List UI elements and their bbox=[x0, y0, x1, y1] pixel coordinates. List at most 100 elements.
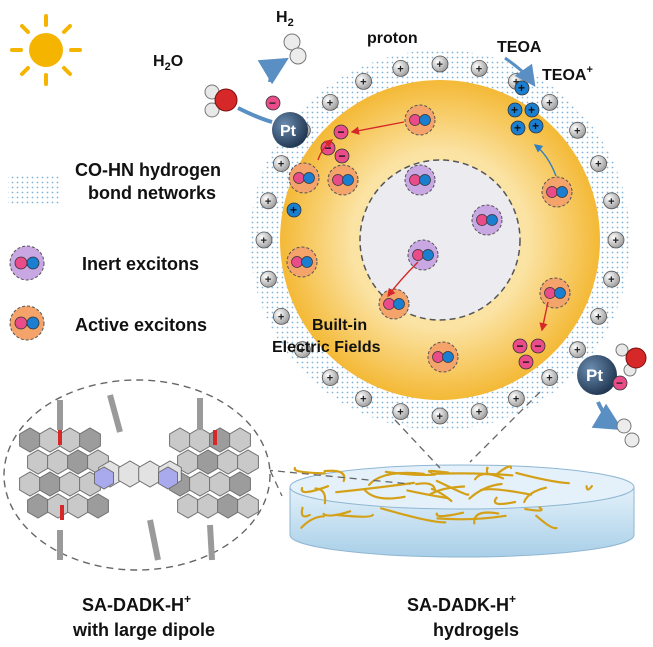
teoa-plus-label: TEOA+ bbox=[542, 64, 593, 84]
proton-icon: + bbox=[590, 155, 607, 173]
legend-inert-label: Inert excitons bbox=[82, 254, 199, 274]
proton-icon: + bbox=[255, 231, 273, 249]
hole-icon: + bbox=[514, 80, 530, 96]
legend-network-label-line2: bond networks bbox=[88, 183, 216, 203]
charge-group: −−−−−−++++++ bbox=[286, 80, 546, 370]
proton-icon: + bbox=[607, 231, 625, 249]
pt-catalyst-top-label: Pt bbox=[280, 123, 297, 140]
fiber-strand bbox=[436, 514, 507, 521]
fiber-strand bbox=[380, 507, 447, 524]
svg-text:+: + bbox=[513, 394, 519, 406]
svg-text:−: − bbox=[535, 339, 542, 353]
svg-text:+: + bbox=[518, 81, 525, 95]
fiber-strand bbox=[363, 488, 406, 500]
teoa-oxidation-arrow bbox=[504, 56, 536, 87]
pt-bottom-electron-icon: − bbox=[612, 375, 628, 391]
svg-text:−: − bbox=[325, 141, 332, 155]
legend-active-exciton-icon bbox=[9, 305, 45, 341]
substituent-arm bbox=[207, 524, 215, 561]
proton-icon: + bbox=[293, 341, 311, 359]
ring-shape bbox=[229, 471, 251, 497]
ring-shape bbox=[79, 427, 101, 453]
svg-text:+: + bbox=[511, 103, 518, 117]
exciton-group bbox=[286, 104, 573, 373]
proton-icon: + bbox=[321, 94, 339, 111]
proton-icon: + bbox=[541, 94, 559, 111]
svg-text:+: + bbox=[476, 63, 482, 75]
fiber-strand bbox=[535, 514, 558, 530]
hydrogel-caption-subtitle: hydrogels bbox=[433, 620, 519, 640]
ring-shape bbox=[158, 466, 178, 490]
ring-shape bbox=[237, 493, 259, 519]
legend-active-label: Active excitons bbox=[75, 315, 207, 335]
fiber-strand bbox=[314, 487, 327, 505]
svg-text:+: + bbox=[327, 97, 333, 109]
svg-text:+: + bbox=[514, 121, 521, 135]
proton-ring: ++++++++++++++++++++++++++++ bbox=[255, 55, 625, 425]
active-exciton-icon bbox=[404, 104, 436, 136]
active-exciton-icon bbox=[327, 164, 359, 196]
electron-migration-arrows bbox=[317, 121, 549, 332]
svg-text:+: + bbox=[278, 159, 284, 171]
proton-icon: + bbox=[470, 403, 488, 421]
ring-shape bbox=[229, 427, 251, 453]
hole-icon: + bbox=[507, 102, 523, 118]
fiber-strand bbox=[474, 472, 505, 481]
water-molecule-icon bbox=[204, 84, 238, 118]
ring-shape bbox=[94, 466, 114, 490]
fiber-strand bbox=[524, 506, 543, 512]
proton-icon: + bbox=[569, 121, 586, 139]
fiber-strand bbox=[406, 489, 449, 500]
fiber-strand bbox=[428, 485, 466, 496]
h2-label: H2 bbox=[276, 9, 294, 29]
svg-text:+: + bbox=[397, 63, 403, 75]
fiber-strand bbox=[515, 471, 570, 485]
water-to-pt-arrow bbox=[237, 106, 273, 124]
svg-text:+: + bbox=[595, 159, 601, 171]
svg-text:+: + bbox=[278, 311, 284, 323]
electron-icon: − bbox=[334, 148, 350, 164]
hole-icon: + bbox=[524, 102, 540, 118]
svg-text:−: − bbox=[338, 125, 345, 139]
inner-core bbox=[359, 159, 521, 321]
active-exciton-icon bbox=[539, 277, 571, 309]
active-exciton-icon bbox=[378, 288, 410, 320]
legend-inert-exciton-icon bbox=[9, 245, 45, 281]
proton-icon: + bbox=[272, 155, 290, 173]
inert-exciton-icon bbox=[404, 164, 436, 196]
hydrogen-molecule-icon bbox=[283, 33, 307, 65]
fiber-strand bbox=[585, 485, 593, 491]
proton-icon: + bbox=[321, 369, 339, 387]
fiber-strand bbox=[496, 465, 513, 475]
legend-network-label-line1: CO-HN hydrogen bbox=[75, 160, 221, 180]
proton-icon: + bbox=[569, 341, 586, 359]
pt-catalyst-bottom-label: Pt bbox=[586, 366, 603, 385]
zoom-lines bbox=[254, 391, 541, 497]
svg-text:−: − bbox=[517, 339, 524, 353]
proton-icon: + bbox=[392, 403, 410, 421]
substituent-arm bbox=[147, 519, 161, 561]
proton-icon: + bbox=[259, 192, 277, 210]
svg-text:+: + bbox=[265, 274, 271, 286]
electron-icon: − bbox=[518, 354, 534, 370]
fiber-strand bbox=[493, 496, 517, 506]
svg-text:+: + bbox=[265, 196, 271, 208]
proton-icon: + bbox=[392, 60, 410, 77]
hole-migration-arrow bbox=[533, 144, 557, 177]
proton-icon: + bbox=[259, 270, 277, 288]
sun-icon bbox=[10, 14, 82, 86]
svg-text:+: + bbox=[613, 235, 619, 247]
proton-icon: + bbox=[590, 307, 607, 325]
fiber-strand bbox=[473, 511, 500, 525]
proton-icon: + bbox=[603, 270, 620, 288]
svg-text:+: + bbox=[299, 345, 305, 357]
svg-text:−: − bbox=[523, 355, 530, 369]
sa-dadk-molecule-icon bbox=[19, 394, 259, 561]
fiber-strand bbox=[430, 487, 453, 503]
svg-text:−: − bbox=[616, 376, 623, 390]
svg-text:+: + bbox=[608, 196, 614, 208]
molecule-caption-subtitle: with large dipole bbox=[72, 620, 215, 640]
electron-icon: − bbox=[333, 124, 349, 140]
pt-catalyst-top-icon: Pt bbox=[272, 112, 308, 148]
svg-text:+: + bbox=[360, 76, 366, 88]
